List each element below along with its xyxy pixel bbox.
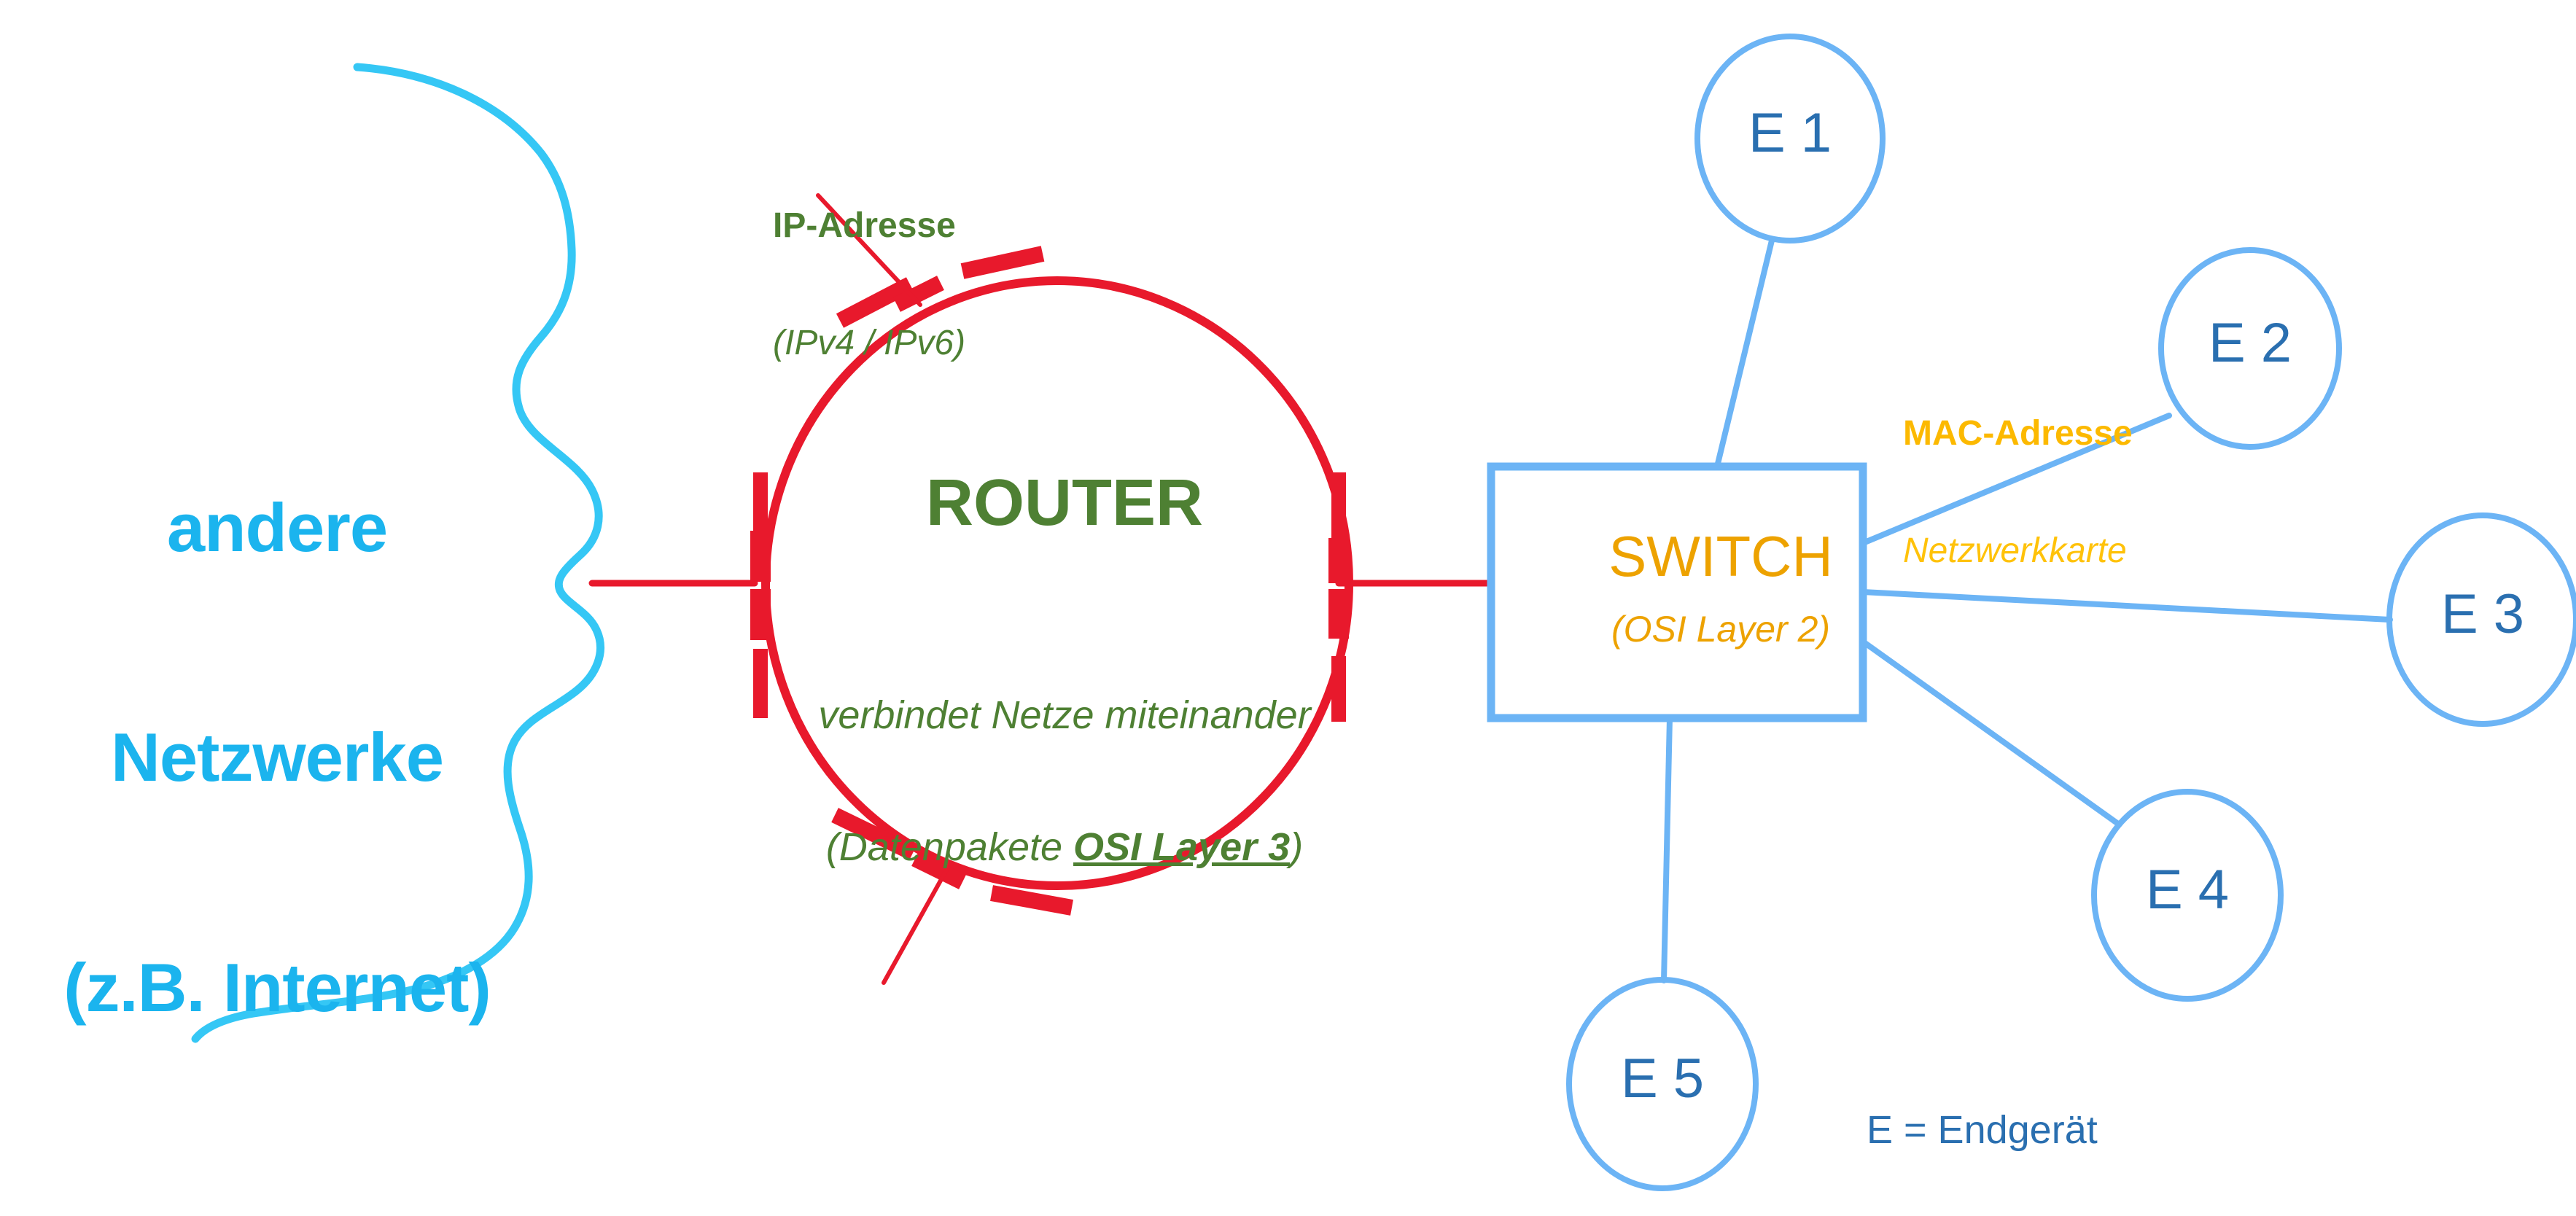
mac-callout-line1: MAC-Adresse: [1903, 413, 2133, 453]
mac-address-callout: MAC-Adresse Netzwerkkarte: [1903, 335, 2209, 649]
link-switch-e4: [1860, 639, 2121, 827]
cloud-label-line3: (z.B. Internet): [63, 949, 491, 1026]
endpoint-e4-label: E 4: [2145, 859, 2230, 921]
router-lower-leader-line: [882, 865, 950, 985]
endpoint-e3-shape[interactable]: [2386, 512, 2576, 727]
cloud-boundary-path: [191, 63, 604, 1043]
endpoint-e2-label: E 2: [2208, 312, 2292, 374]
link-switch-e2: [1860, 413, 2172, 546]
mac-callout-line2: Netzwerkkarte: [1903, 531, 2127, 570]
endpoint-e5-shape[interactable]: [1566, 977, 1759, 1191]
router-subtitle-suffix: ): [1290, 825, 1304, 870]
cloud-label: andere Netzwerke (z.B. Internet): [0, 335, 554, 1180]
router-subtitle-emphasis: OSI Layer 3: [1073, 825, 1291, 870]
ip-address-callout: IP-Adresse (IPv4 / IPv6): [773, 128, 1152, 441]
ip-callout-line1: IP-Adresse: [773, 206, 956, 245]
endpoint-e1-shape[interactable]: [1694, 34, 1886, 243]
endpoint-e2-shape[interactable]: [2158, 247, 2342, 450]
router-subtitle-line2: (Datenpakete OSI Layer 3): [744, 825, 1385, 869]
link-switch-e5: [1661, 715, 1673, 983]
ip-callout-line2: (IPv4 / IPv6): [773, 323, 966, 362]
ip-callout-leader-line: [816, 193, 922, 307]
link-switch-e3: [1860, 589, 2393, 623]
endpoint-e1-label: E 1: [1748, 102, 1832, 164]
switch-shape: [1487, 462, 1867, 722]
endpoint-e4-shape[interactable]: [2091, 789, 2284, 1002]
router-title: ROUTER: [926, 467, 1203, 539]
endpoint-e5-label: E 5: [1620, 1048, 1705, 1110]
router-subtitle-prefix: (Datenpakete: [825, 825, 1074, 870]
router-lower-left-ticks: [831, 808, 1073, 916]
router-subtitle: verbindet Netze miteinander (Datenpakete…: [744, 605, 1385, 958]
switch-subtitle: (OSI Layer 2): [1611, 609, 1831, 650]
router-subtitle-line1: verbindet Netze miteinander: [818, 693, 1311, 737]
link-switch-e1: [1714, 238, 1775, 469]
switch-title: SWITCH: [1608, 524, 1833, 588]
router-upper-left-ticks: [836, 246, 1045, 328]
cloud-label-line2: Netzwerke: [111, 719, 444, 796]
cloud-label-line1: andere: [166, 488, 388, 566]
endpoint-e3-label: E 3: [2440, 583, 2525, 645]
legend-endgeraet: E = Endgerät: [1867, 1108, 2098, 1152]
